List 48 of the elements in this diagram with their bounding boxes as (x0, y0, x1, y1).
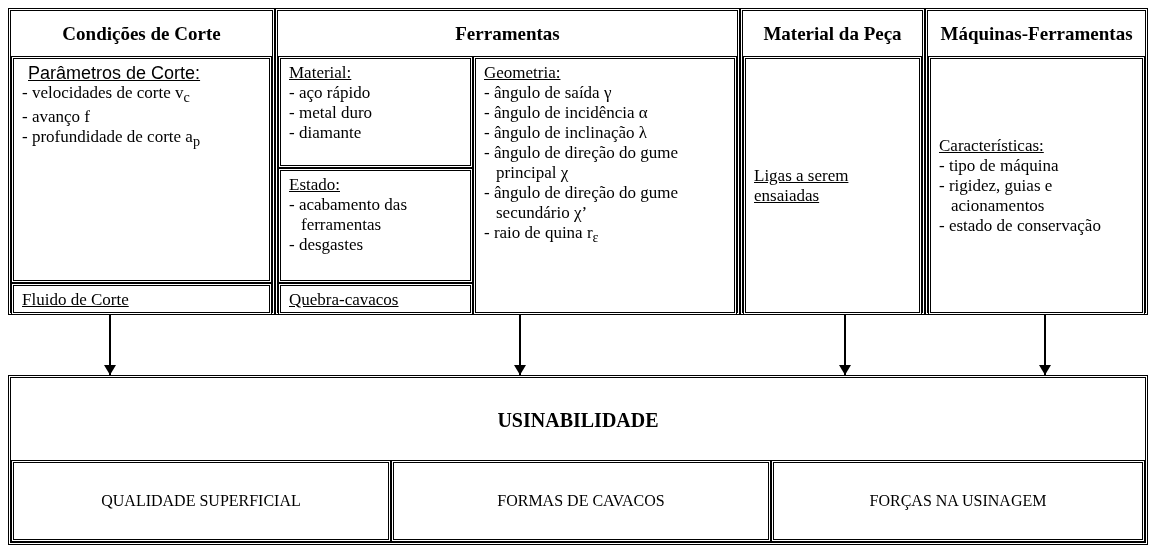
table-cell (11, 283, 272, 315)
table-column (925, 8, 1148, 315)
section-heading: Estado: (289, 175, 341, 195)
list-item: - ângulo de incidência α (484, 103, 649, 123)
table-cell (11, 460, 391, 542)
table-column (275, 8, 740, 315)
table-cell (278, 283, 473, 315)
list-item: - desgastes (289, 235, 365, 255)
table-cell (278, 168, 473, 283)
list-item: - ângulo de direção do gume secundário χ’ (484, 183, 679, 223)
cell-text: FORÇAS NA USINAGEM (869, 491, 1047, 511)
list-item: - tipo de máquina (939, 155, 1060, 176)
list-item: - avanço f (22, 107, 91, 128)
list-item: - raio de quina r$_{ε}$ (484, 223, 600, 248)
table-cell (473, 56, 737, 315)
arrow (1039, 314, 1051, 376)
list-item: - diamante (289, 123, 363, 143)
arrow (839, 314, 851, 376)
cell-text: FORMAS DE CAVACOS (497, 491, 665, 511)
list-item: - ângulo de inclinação λ (484, 123, 649, 143)
section-heading: Características: (939, 135, 1045, 156)
section-heading: Fluido de Corte (22, 290, 130, 310)
list-item: - rigidez, guias e acionamentos (939, 175, 1054, 216)
list-item: - profundidade de corte a$_{p}$ (22, 127, 201, 152)
section-heading: Material: (289, 63, 353, 83)
list-item: - velocidades de corte v$_{c}$ (22, 83, 191, 108)
table-cell (11, 56, 272, 283)
table-column (740, 8, 925, 315)
section-heading: Parâmetros de Corte: (27, 63, 202, 83)
cell-text: QUALIDADE SUPERFICIAL (101, 491, 301, 511)
list-item: - aço rápido (289, 83, 372, 103)
section-heading: Quebra-cavacos (289, 290, 400, 310)
section-heading: Geometria: (484, 63, 562, 83)
table-cell (928, 56, 1145, 315)
list-item: - metal duro (289, 103, 374, 123)
table-cell (771, 460, 1145, 542)
table-column (8, 8, 275, 315)
table-cell (278, 56, 473, 168)
list-item: - acabamento das ferramentas (289, 195, 408, 235)
arrow (514, 314, 526, 376)
section-heading: Ligas a serem ensaiadas (754, 165, 850, 206)
list-item: - ângulo de direção do gume principal χ (484, 143, 679, 183)
table-cell (743, 56, 922, 315)
list-item: - estado de conservação (939, 215, 1102, 236)
list-item: - ângulo de saída γ (484, 83, 613, 103)
table-cell (391, 460, 771, 542)
arrow (104, 314, 116, 376)
result-panel (8, 375, 1148, 545)
